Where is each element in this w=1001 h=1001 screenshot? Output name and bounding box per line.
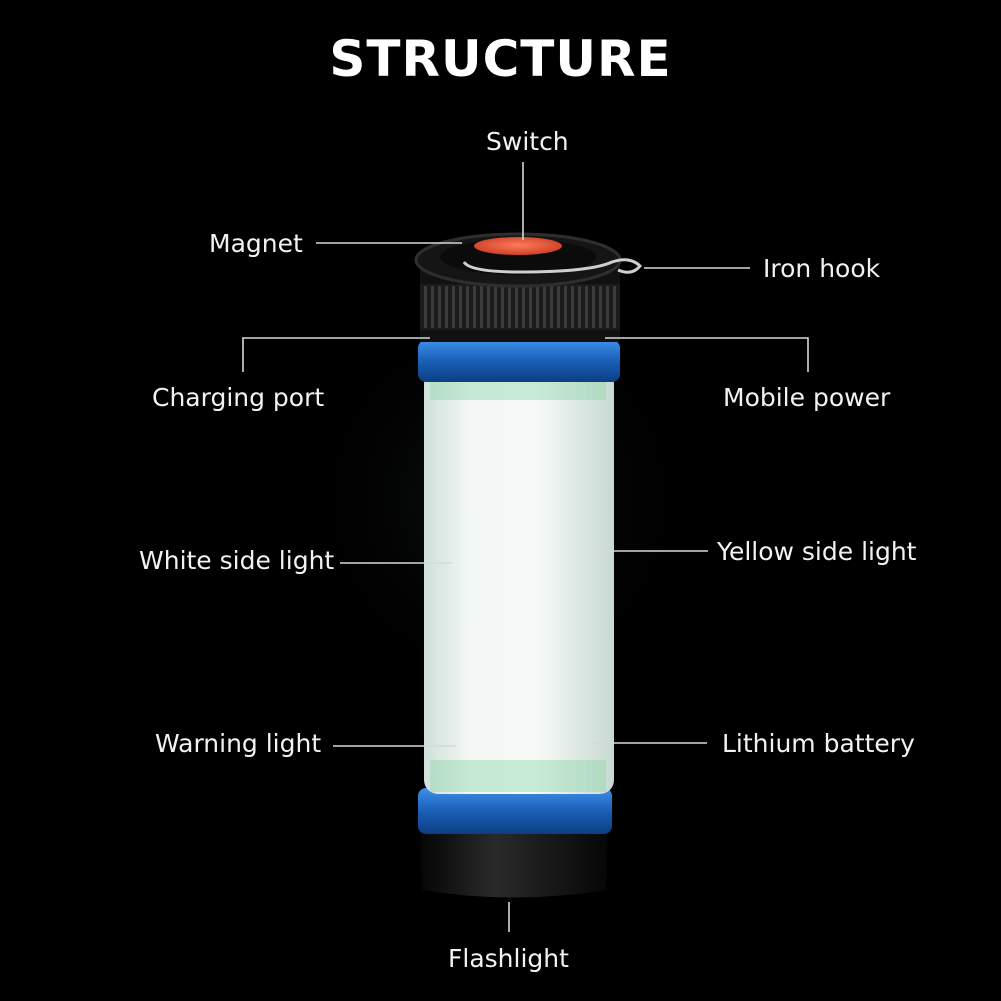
iron-hook: [462, 258, 643, 274]
label-switch: Switch: [486, 127, 569, 156]
grip-ridge: [445, 286, 448, 328]
label-white-side-light: White side light: [139, 546, 335, 575]
grip-ridge: [515, 286, 518, 328]
label-mobile-power: Mobile power: [723, 383, 891, 412]
label-yellow-side-light: Yellow side light: [717, 537, 917, 566]
grip-ridge: [550, 286, 553, 328]
grip-ridge: [529, 286, 532, 328]
grip-ridge: [599, 286, 602, 328]
grip-ridge: [613, 286, 616, 328]
grip-ridge: [459, 286, 462, 328]
grip-ridge: [557, 286, 560, 328]
grip-ridge: [473, 286, 476, 328]
bottom-blue-ring: [418, 788, 612, 834]
grip-ridge: [452, 286, 455, 328]
label-iron-hook: Iron hook: [763, 254, 881, 283]
leader-mobile-power: [605, 337, 809, 372]
leader-lines: [242, 162, 809, 932]
label-flashlight: Flashlight: [448, 944, 569, 973]
label-charging-port: Charging port: [152, 383, 325, 412]
grip-ridge: [571, 286, 574, 328]
top-blue-ring: [418, 340, 620, 382]
switch-button: [474, 237, 562, 255]
grip-ridge: [431, 286, 434, 328]
cap-grip: [420, 284, 620, 330]
grip-ridge: [606, 286, 609, 328]
grip-ridge: [564, 286, 567, 328]
grip-ridge: [424, 286, 427, 328]
label-warning-light: Warning light: [155, 729, 322, 758]
grip-ridge: [522, 286, 525, 328]
page-title: STRUCTURE: [329, 30, 672, 88]
grip-ridge: [494, 286, 497, 328]
grip-ridge: [536, 286, 539, 328]
grip-ridge: [501, 286, 504, 328]
grip-ridge: [466, 286, 469, 328]
label-lithium-battery: Lithium battery: [722, 729, 915, 758]
grip-ridge: [508, 286, 511, 328]
label-magnet: Magnet: [209, 229, 303, 258]
grip-ridge: [592, 286, 595, 328]
grip-ridge: [487, 286, 490, 328]
grip-ridge: [480, 286, 483, 328]
grip-ridge: [578, 286, 581, 328]
grip-ridge: [438, 286, 441, 328]
leader-charging-port: [242, 337, 430, 372]
base-body: [420, 830, 608, 898]
grip-ridge: [585, 286, 588, 328]
light-tube: [424, 370, 614, 794]
grip-ridge: [543, 286, 546, 328]
